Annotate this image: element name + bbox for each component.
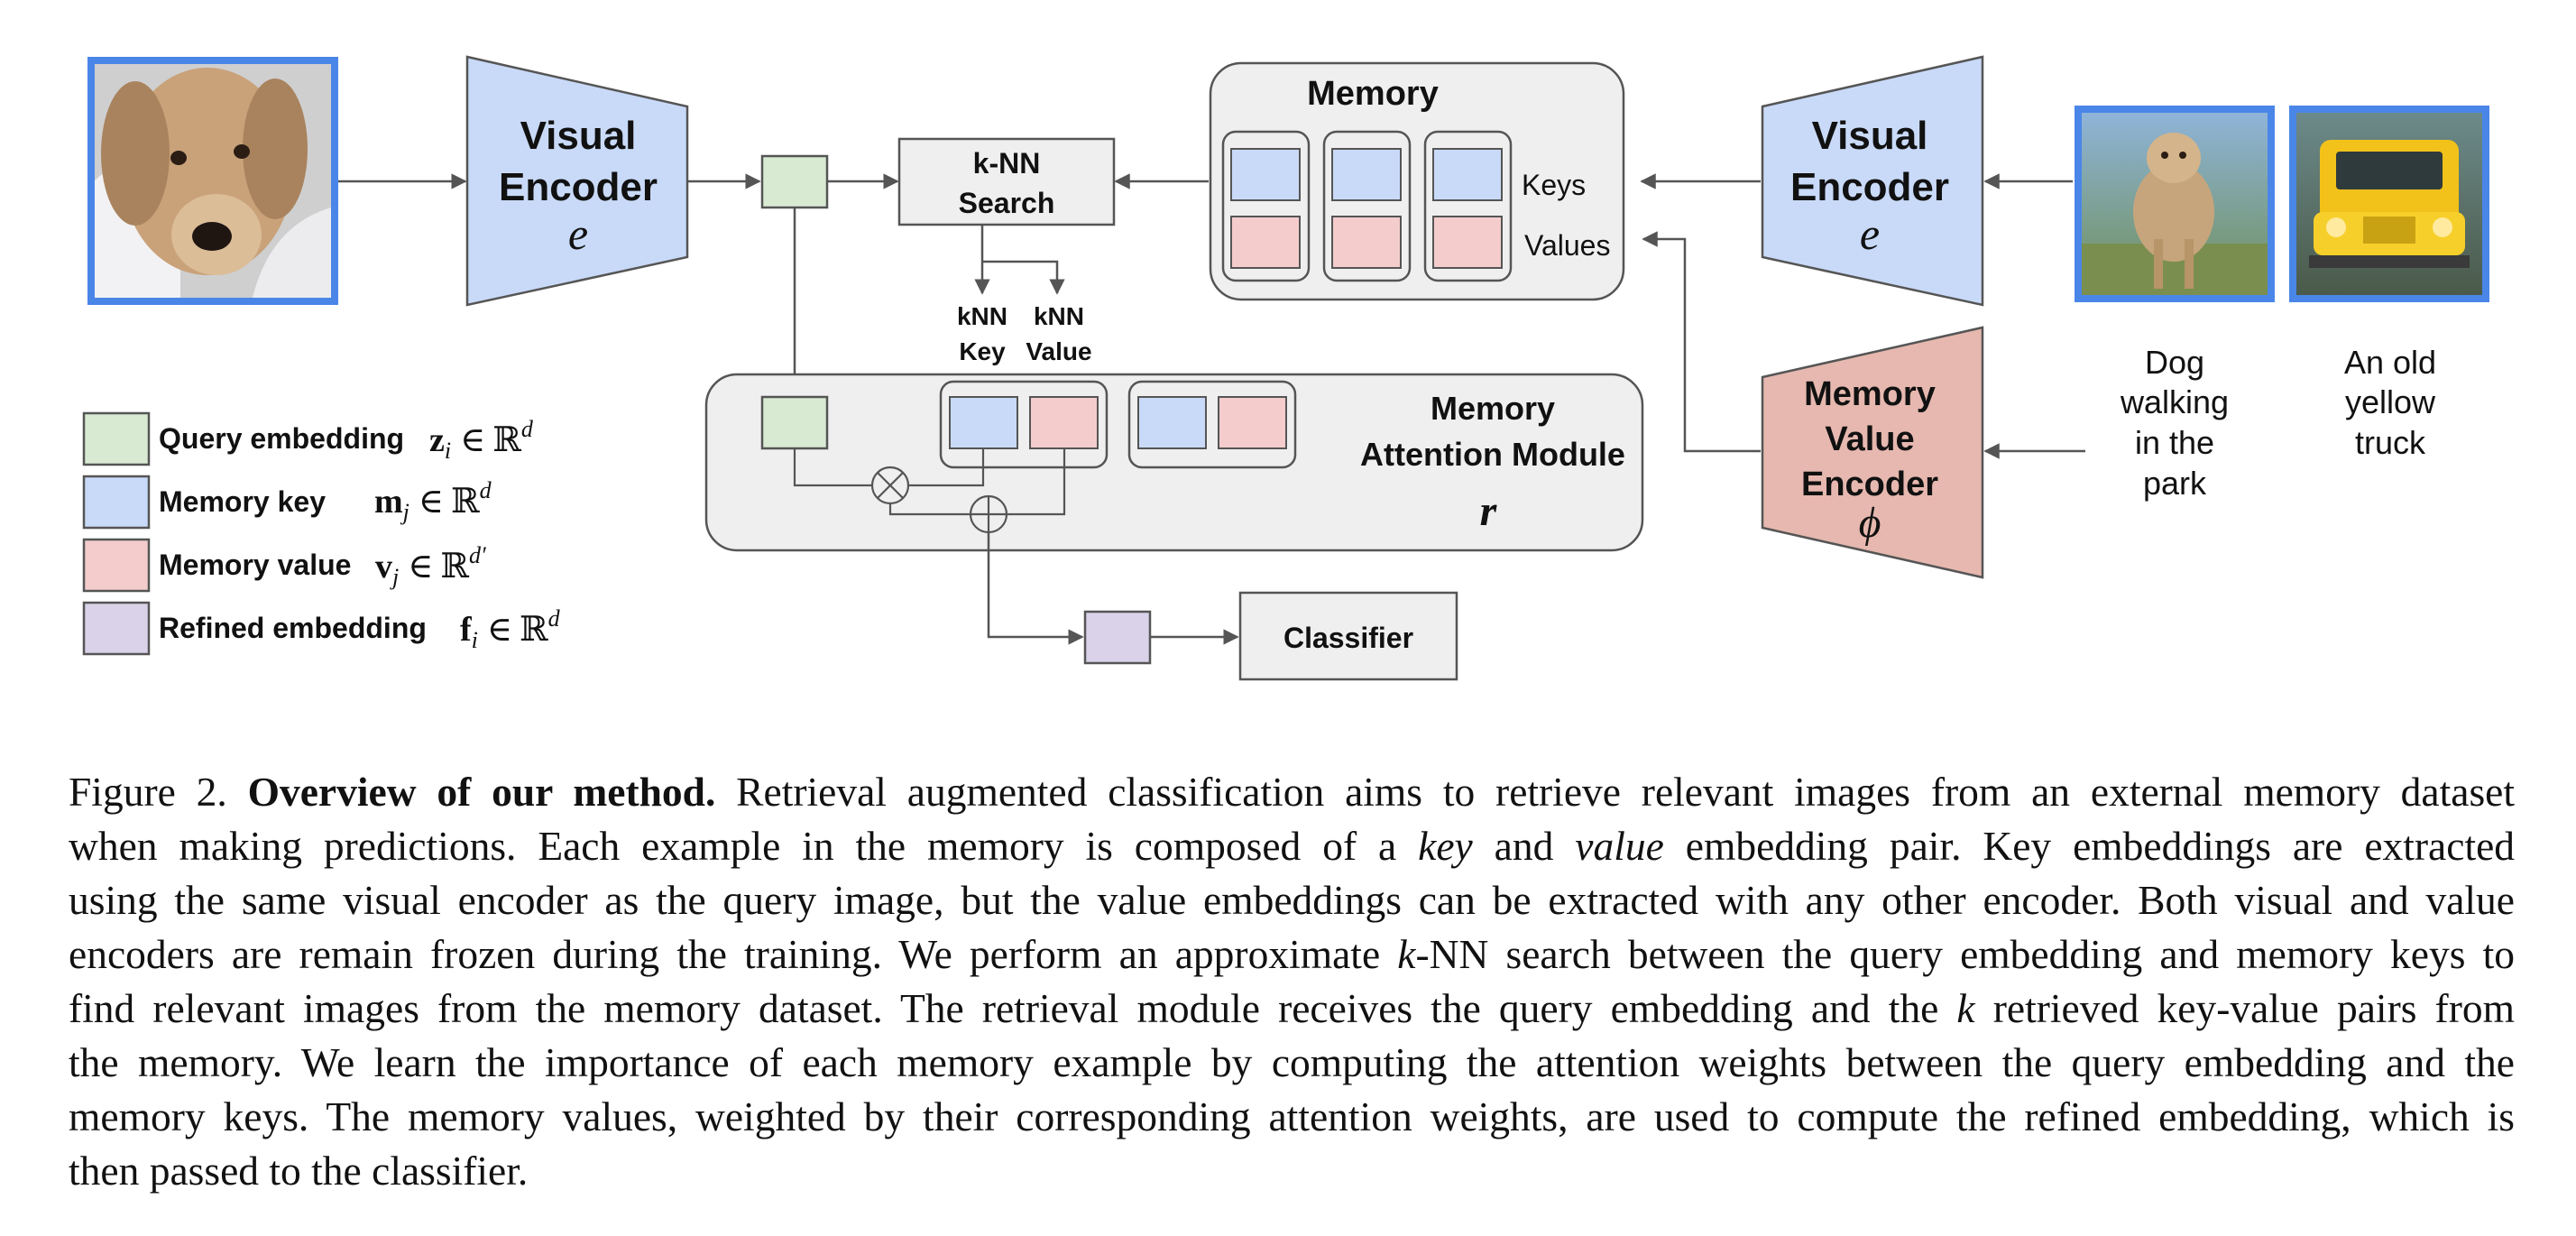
memory-text-dog-line2: walking (2120, 383, 2229, 420)
query-encoder-title-line2: Encoder (499, 165, 658, 209)
knn-search-line2: Search (959, 187, 1055, 219)
memory-text-dog: Dog walking in the park (2120, 344, 2229, 502)
attention-query-box (760, 395, 829, 450)
memory-text-truck-line1: An old (2344, 344, 2436, 381)
query-encoder-title-line1: Visual (520, 114, 637, 158)
caption-value-word: value (1575, 823, 1664, 869)
query-encoder-symbol: e (568, 208, 588, 259)
query-visual-encoder: Visual Encoder e (465, 55, 689, 307)
memory-text-dog-line1: Dog (2145, 344, 2204, 381)
query-embedding-box (760, 154, 829, 209)
memory-slot-2 (1322, 130, 1412, 282)
memory-slot-3 (1423, 130, 1513, 282)
arrow-value-encoder-to-values (1642, 231, 1761, 453)
caption-bold-title: Overview of our method. (247, 769, 716, 815)
legend-value-label: Memory value (159, 549, 351, 581)
refined-embedding-box (1083, 610, 1152, 665)
caption-line-3: using the same visual encoder as the que… (69, 877, 2515, 923)
legend-key-math: mj∈ℝd (374, 477, 492, 525)
caption-line-2: when making predictions. Each example in… (69, 819, 2515, 873)
caption-line2-c: embedding pair. Key embeddings are extra… (1685, 823, 2516, 869)
attention-symbol: r (1480, 487, 1498, 535)
memory-text-truck: An old yellow truck (2344, 344, 2436, 461)
caption-line4-k: k (1397, 931, 1416, 977)
memory-encoder-title-line2: Encoder (1790, 165, 1949, 209)
legend-query-math: zi∈ℝd (429, 416, 534, 464)
value-encoder-symbol: ϕ (1859, 499, 1881, 547)
query-image (87, 57, 338, 305)
memory-encoder-symbol: e (1860, 208, 1880, 259)
memory-attention-module: Memory Attention Module r (704, 373, 1644, 552)
legend-item-key: Memory key mj∈ℝd (82, 475, 492, 530)
caption-line-6: the memory. We learn the importance of e… (69, 1039, 2515, 1085)
caption-line4-b: -NN search between the query embedding a… (1415, 931, 2516, 977)
knn-value-label-line1: kNN (1034, 302, 1084, 330)
memory-value-encoder: Memory Value Encoder ϕ (1761, 326, 1984, 579)
caption-line5-b: retrieved key-value pairs from (1992, 985, 2515, 1031)
knn-search-box: k-NN Search (897, 137, 1116, 226)
classifier-label: Classifier (1283, 622, 1413, 654)
attention-title-line1: Memory (1431, 390, 1555, 427)
memory-text-truck-line3: truck (2355, 424, 2426, 461)
memory-encoder-title-line1: Visual (1812, 114, 1928, 158)
memory-image-truck (2289, 106, 2489, 302)
legend-key-label: Memory key (159, 485, 326, 518)
memory-text-dog-line3: in the (2135, 424, 2214, 461)
caption-line-1: Figure 2. Overview of our method. Retrie… (69, 765, 2515, 819)
caption-line-8: then passed to the classifier. (69, 1148, 529, 1194)
caption-line5-k: k (1956, 985, 1975, 1031)
caption-line-5: find relevant images from the memory dat… (69, 982, 2515, 1036)
legend-query-label: Query embedding (159, 422, 404, 455)
knn-search-line1: k-NN (973, 147, 1041, 180)
legend-refined-math: fi∈ℝd (460, 605, 561, 653)
memory-keys-label: Keys (1522, 169, 1586, 201)
caption-line2-b: and (1494, 823, 1554, 869)
arrow-attention-to-refined (987, 532, 1084, 645)
caption-key-word: key (1418, 823, 1473, 869)
knn-key-label-line2: Key (959, 337, 1006, 365)
memory-visual-encoder: Visual Encoder e (1761, 55, 1984, 307)
figure-caption: Figure 2. Overview of our method. Retrie… (69, 765, 2515, 1198)
memory-text-dog-line4: park (2143, 465, 2207, 502)
caption-line-7: memory keys. The memory values, weighted… (69, 1093, 2515, 1139)
memory-slot-1 (1221, 130, 1311, 282)
classifier-box: Classifier (1238, 591, 1458, 681)
memory-panel: Memory Keys Values (1209, 61, 1625, 301)
attention-pair-2 (1127, 380, 1297, 469)
method-diagram: Visual Encoder e k-NN Search kNN Key kNN… (82, 55, 2489, 681)
memory-values-label: Values (1524, 229, 1610, 262)
legend: Query embedding zi∈ℝd Memory key mj∈ℝd M… (82, 411, 561, 656)
legend-refined-label: Refined embedding (159, 612, 427, 644)
memory-title: Memory (1307, 75, 1439, 113)
memory-text-truck-line2: yellow (2345, 383, 2436, 420)
knn-key-label-line1: kNN (957, 302, 1007, 330)
caption-line1-text: Retrieval augmented classification aims … (736, 769, 2515, 815)
attention-title-line2: Attention Module (1360, 436, 1625, 473)
legend-item-value: Memory value vj∈ℝd′ (82, 538, 486, 593)
caption-fig-label: Figure 2. (69, 769, 227, 815)
knn-value-label-line2: Value (1026, 337, 1091, 365)
value-encoder-title-line3: Encoder (1801, 466, 1938, 503)
memory-image-dog (2075, 106, 2275, 302)
caption-line2-a: when making predictions. Each example in… (69, 823, 1397, 869)
caption-line4-a: encoders are remain frozen during the tr… (69, 931, 1381, 977)
caption-line5-a: find relevant images from the memory dat… (69, 985, 1939, 1031)
knn-output-arrows (974, 225, 1065, 295)
legend-item-query: Query embedding zi∈ℝd (82, 411, 534, 466)
caption-line-4: encoders are remain frozen during the tr… (69, 927, 2515, 982)
value-encoder-title-line2: Value (1825, 420, 1914, 458)
value-encoder-title-line1: Memory (1804, 375, 1936, 413)
legend-value-math: vj∈ℝd′ (375, 542, 486, 590)
legend-item-refined: Refined embedding fi∈ℝd (82, 601, 561, 656)
attention-pair-1 (939, 380, 1109, 469)
